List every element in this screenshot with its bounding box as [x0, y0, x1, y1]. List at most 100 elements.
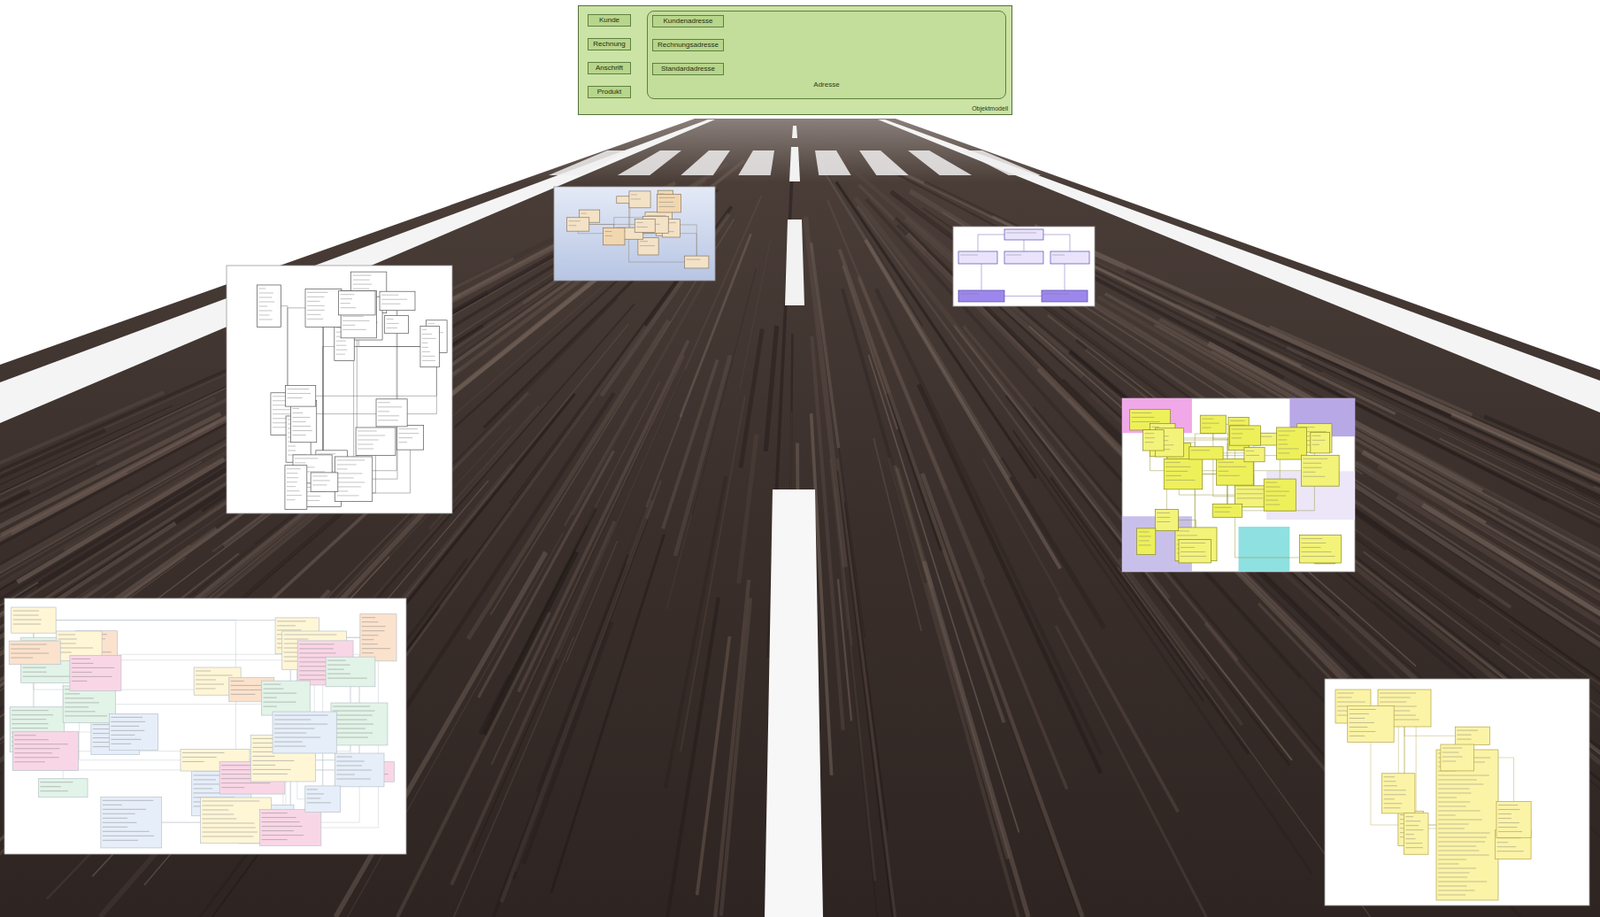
- thumbnail-scribble: [286, 494, 302, 496]
- thumbnail-scribble: [1405, 820, 1421, 822]
- thumbnail-scribble: [361, 630, 385, 631]
- thumbnail-scribble: [252, 764, 276, 766]
- thumbnail-scribble: [1349, 722, 1375, 724]
- thumbnail-scribble: [110, 743, 131, 745]
- thumbnail-scribble: [259, 300, 276, 302]
- thumbnail-scribble: [1405, 846, 1424, 848]
- thumbnail-box: [260, 809, 322, 847]
- thumbnail-scribble: [58, 646, 93, 648]
- thumbnail-scribble: [14, 743, 69, 745]
- thumbnail-box: [284, 465, 308, 510]
- thumbnail-scribble: [10, 644, 47, 646]
- thumbnail-scribble: [686, 259, 701, 261]
- thumbnail-scribble: [639, 240, 648, 242]
- road-edge-line: [877, 119, 1600, 413]
- thumbnail-box: [330, 702, 388, 746]
- thumbnail-scribble: [1349, 735, 1365, 737]
- thumbnail-scribble: [1349, 717, 1365, 719]
- thumbnail-scribble: [422, 355, 436, 357]
- thumbnail-box: [100, 796, 162, 848]
- thumbnail-scribble: [377, 419, 399, 421]
- motion-streak: [922, 473, 1083, 917]
- thumbnail-scribble: [202, 831, 258, 833]
- thumbnail-scribble: [13, 619, 42, 621]
- thumbnail-scribble: [377, 415, 400, 416]
- thumbnail-scribble: [1301, 542, 1327, 544]
- class-name: Kunde: [599, 15, 620, 24]
- thumbnail-scribble: [422, 346, 429, 348]
- thumbnail-scribble: [1384, 798, 1395, 800]
- crossing-stripe: [548, 150, 629, 176]
- motion-streak: [715, 579, 749, 917]
- thumbnail-scribble: [1498, 830, 1523, 832]
- thumbnail-scribble: [274, 723, 328, 725]
- thumbnail-scribble: [263, 692, 298, 694]
- thumbnail-scribble: [1498, 822, 1520, 824]
- thumbnail-scribble: [221, 786, 245, 788]
- thumbnail-scribble: [422, 338, 437, 339]
- thumbnail-scribble: [398, 432, 419, 434]
- thumbnail-scribble: [102, 839, 139, 841]
- thumbnail-box: [1143, 430, 1165, 451]
- thumbnail-scribble: [1405, 838, 1416, 839]
- thumbnail-scribble: [381, 299, 408, 300]
- thumbnail-scribble: [1456, 738, 1471, 740]
- motion-streak: [468, 320, 670, 639]
- class-box: Produkt: [587, 85, 631, 99]
- thumbnail-scribble: [292, 412, 303, 414]
- thumbnail-box: [1436, 749, 1499, 900]
- thumbnail-scribble: [221, 782, 270, 784]
- thumbnail-scribble: [102, 830, 150, 832]
- thumbnail-scribble: [1438, 797, 1457, 799]
- thumbnail-scribble: [381, 294, 399, 296]
- thumbnail-scribble: [1191, 449, 1210, 451]
- thumbnail-scribble: [287, 388, 310, 390]
- thumbnail-scribble: [287, 392, 312, 394]
- motion-streak: [837, 458, 895, 917]
- motion-streak: [847, 629, 878, 917]
- motion-streak: [0, 218, 632, 641]
- thumbnail-scribble: [64, 692, 80, 694]
- thumbnail-scribble: [342, 315, 364, 317]
- thumbnail-box: [1440, 744, 1474, 771]
- thumbnail-scribble: [259, 292, 274, 293]
- motion-streak: [1013, 430, 1204, 701]
- motion-streak: [1018, 446, 1312, 874]
- thumbnail-scribble: [1497, 850, 1524, 852]
- thumbnail-scribble: [110, 716, 143, 718]
- thumbnail-scribble: [361, 643, 378, 645]
- thumbnail-scribble: [386, 323, 400, 324]
- thumbnail-scribble: [294, 461, 306, 463]
- motion-streak: [983, 458, 1061, 598]
- colour-patch: [1238, 526, 1291, 572]
- thumbnail-scribble: [110, 730, 145, 731]
- thumbnail-scribble: [336, 353, 346, 355]
- motion-streak: [0, 392, 164, 613]
- thumbnail-scribble: [110, 738, 141, 740]
- thumbnail-wire: [33, 620, 360, 770]
- thumbnail-scribble: [1277, 434, 1289, 436]
- motion-streak: [572, 280, 705, 516]
- diagram-thumbnail: [1324, 678, 1590, 906]
- thumbnail-scribble: [1218, 466, 1247, 468]
- thumbnail-scribble: [1006, 254, 1022, 256]
- diagram-thumbnails: [4, 186, 1590, 906]
- thumbnail-box: [1347, 705, 1394, 742]
- thumbnail-scribble: [422, 360, 436, 362]
- motion-streak: [1105, 293, 1600, 638]
- thumbnail-scribble: [259, 287, 267, 289]
- thumbnail-scribble: [182, 761, 205, 762]
- thumbnail-box: [1004, 251, 1044, 264]
- thumbnail-scribble: [307, 309, 325, 311]
- thumbnail-ground: [553, 186, 716, 281]
- thumbnail-scribble: [336, 349, 348, 351]
- thumbnail-scribble: [1176, 534, 1198, 536]
- thumbnail-scribble: [110, 734, 135, 736]
- thumbnail-scribble: [1438, 894, 1466, 896]
- thumbnail-scribble: [1349, 730, 1377, 732]
- thumbnail-scribble: [274, 719, 311, 721]
- thumbnail-scribble: [336, 774, 355, 776]
- thumbnail-scribble: [202, 836, 254, 838]
- thumbnail-scribble: [1165, 475, 1182, 477]
- thumbnail-scribble: [14, 756, 59, 758]
